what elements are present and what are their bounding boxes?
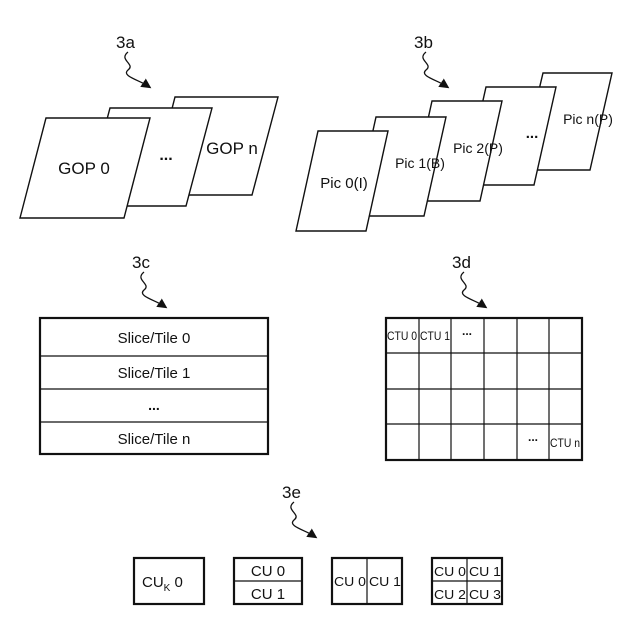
- slice-row-1: Slice/Tile 1: [118, 365, 191, 382]
- pic-n-label: Pic n(P): [563, 111, 613, 127]
- ctu-ellipsis-bottom: ...: [528, 430, 538, 444]
- figure-label-3e: 3e: [282, 483, 301, 502]
- slice-row-n: Slice/Tile n: [118, 431, 191, 448]
- gop-n-label: GOP n: [206, 139, 258, 158]
- figure-label-3d: 3d: [452, 253, 471, 272]
- figure-label-3c: 3c: [132, 253, 150, 272]
- pointer-arrow-3d: [461, 272, 484, 306]
- cu-quad-1: CU 1: [469, 564, 501, 579]
- cu-quad-0: CU 0: [434, 564, 466, 579]
- panel-3b: 3b Pic 0(I) Pic 1(B) Pic 2(P) ... Pic n(…: [296, 33, 613, 231]
- cu-quad-3: CU 3: [469, 587, 501, 602]
- gop-0-label: GOP 0: [58, 159, 110, 178]
- slice-row-ellipsis: ...: [148, 397, 160, 413]
- slice-row-0: Slice/Tile 0: [118, 330, 191, 347]
- cu-vertical-left: CU 0: [334, 574, 366, 589]
- ctu-n-label: CTU n: [550, 436, 580, 450]
- pic-1-label: Pic 1(B): [395, 155, 445, 171]
- pic-ellipsis: ...: [526, 125, 539, 142]
- cu-horizontal-top: CU 0: [251, 563, 285, 580]
- cu-vertical-right: CU 1: [369, 574, 401, 589]
- panel-3e: 3e CUK 0 CU 0 CU 1 CU 0 CU 1 CU 0 CU 1 C…: [134, 483, 502, 604]
- pointer-arrow-3c: [141, 272, 164, 306]
- pic-0-label: Pic 0(I): [320, 175, 368, 192]
- figure-label-3a: 3a: [116, 33, 135, 52]
- pic-2-label: Pic 2(P): [453, 140, 503, 156]
- figure-label-3b: 3b: [414, 33, 433, 52]
- pointer-arrow-3b: [423, 52, 446, 86]
- pointer-arrow-3e: [291, 502, 314, 536]
- cu-horizontal-bottom: CU 1: [251, 586, 285, 603]
- ctu-ellipsis-top: ...: [462, 324, 472, 338]
- gop-ellipsis: ...: [159, 147, 172, 164]
- ctu-1-label: CTU 1: [420, 329, 450, 343]
- panel-3d: 3d CTU 0 CTU 1 ... ... CTU n: [386, 253, 582, 460]
- cu-quad-2: CU 2: [434, 587, 466, 602]
- ctu-0-label: CTU 0: [387, 329, 417, 343]
- pointer-arrow-3a: [125, 52, 148, 86]
- panel-3a: 3a GOP 0 ... GOP n: [20, 33, 278, 218]
- panel-3c: 3c Slice/Tile 0 Slice/Tile 1 ... Slice/T…: [40, 253, 268, 454]
